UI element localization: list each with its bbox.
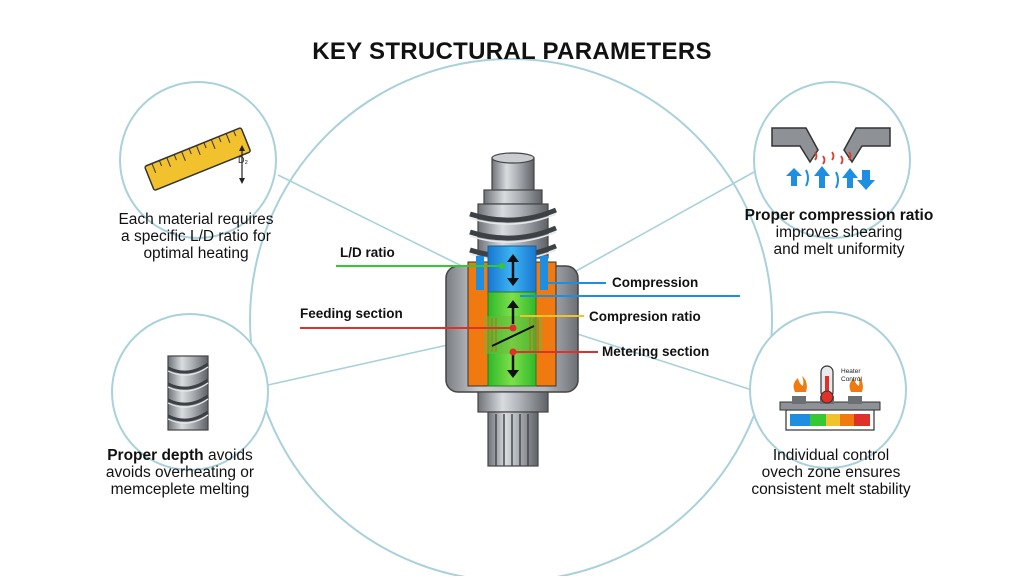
caption-top-right: Proper compression ratio improves sheari… [704,207,974,258]
caption-top-left-line3: optimal heating [143,245,249,262]
heater-label-1: Heater [841,368,861,375]
caption-bottom-right: Individual control ovech zone ensures co… [696,447,966,498]
caption-bottom-left-rest: avoids [203,447,253,464]
connector-lines [267,171,755,391]
ruler-dimension-icon [239,145,245,184]
label-ld-ratio: L/D ratio [340,245,395,260]
caption-bottom-right-line3: consistent melt stability [751,481,911,498]
ruler-icon [144,127,251,191]
caption-top-left-line2: a specific L/D ratio for [121,228,271,245]
caption-top-right-line2: improves shearing [775,224,903,241]
central-circle [249,58,773,581]
compression-funnel-icon [771,127,891,190]
caption-bottom-right-line1: Individual control [772,447,890,464]
caption-top-left: Each material requires a specific L/D ra… [60,211,332,262]
extruder-screw [445,152,579,467]
caption-top-left-line1: Each material requires [118,211,274,228]
label-feeding-section: Feeding section [300,306,403,321]
ruler-mark: D₂ [238,155,248,165]
label-metering-section: Metering section [602,344,710,359]
caption-top-right-bold: Proper compression ratio [744,207,934,224]
label-compression-ratio: Compresion ratio [589,309,701,324]
caption-bottom-left-line2: avoids overheating or [105,464,255,481]
caption-bottom-right-line2: ovech zone ensures [761,464,901,481]
caption-bottom-left: Proper depth avoids avoids overheating o… [50,447,310,498]
caption-top-right-line3: and melt uniformity [773,241,905,258]
caption-bottom-left-bold: Proper depth [107,447,204,464]
page-title: KEY STRUCTURAL PARAMETERS [312,38,712,65]
callout-lines [300,263,740,356]
heater-control-icon [779,365,881,431]
label-compression: Compression [612,275,699,290]
heater-label-2: Control [841,376,863,383]
caption-bottom-left-line3: memceplete melting [110,481,250,498]
threaded-screw-icon [167,355,209,431]
